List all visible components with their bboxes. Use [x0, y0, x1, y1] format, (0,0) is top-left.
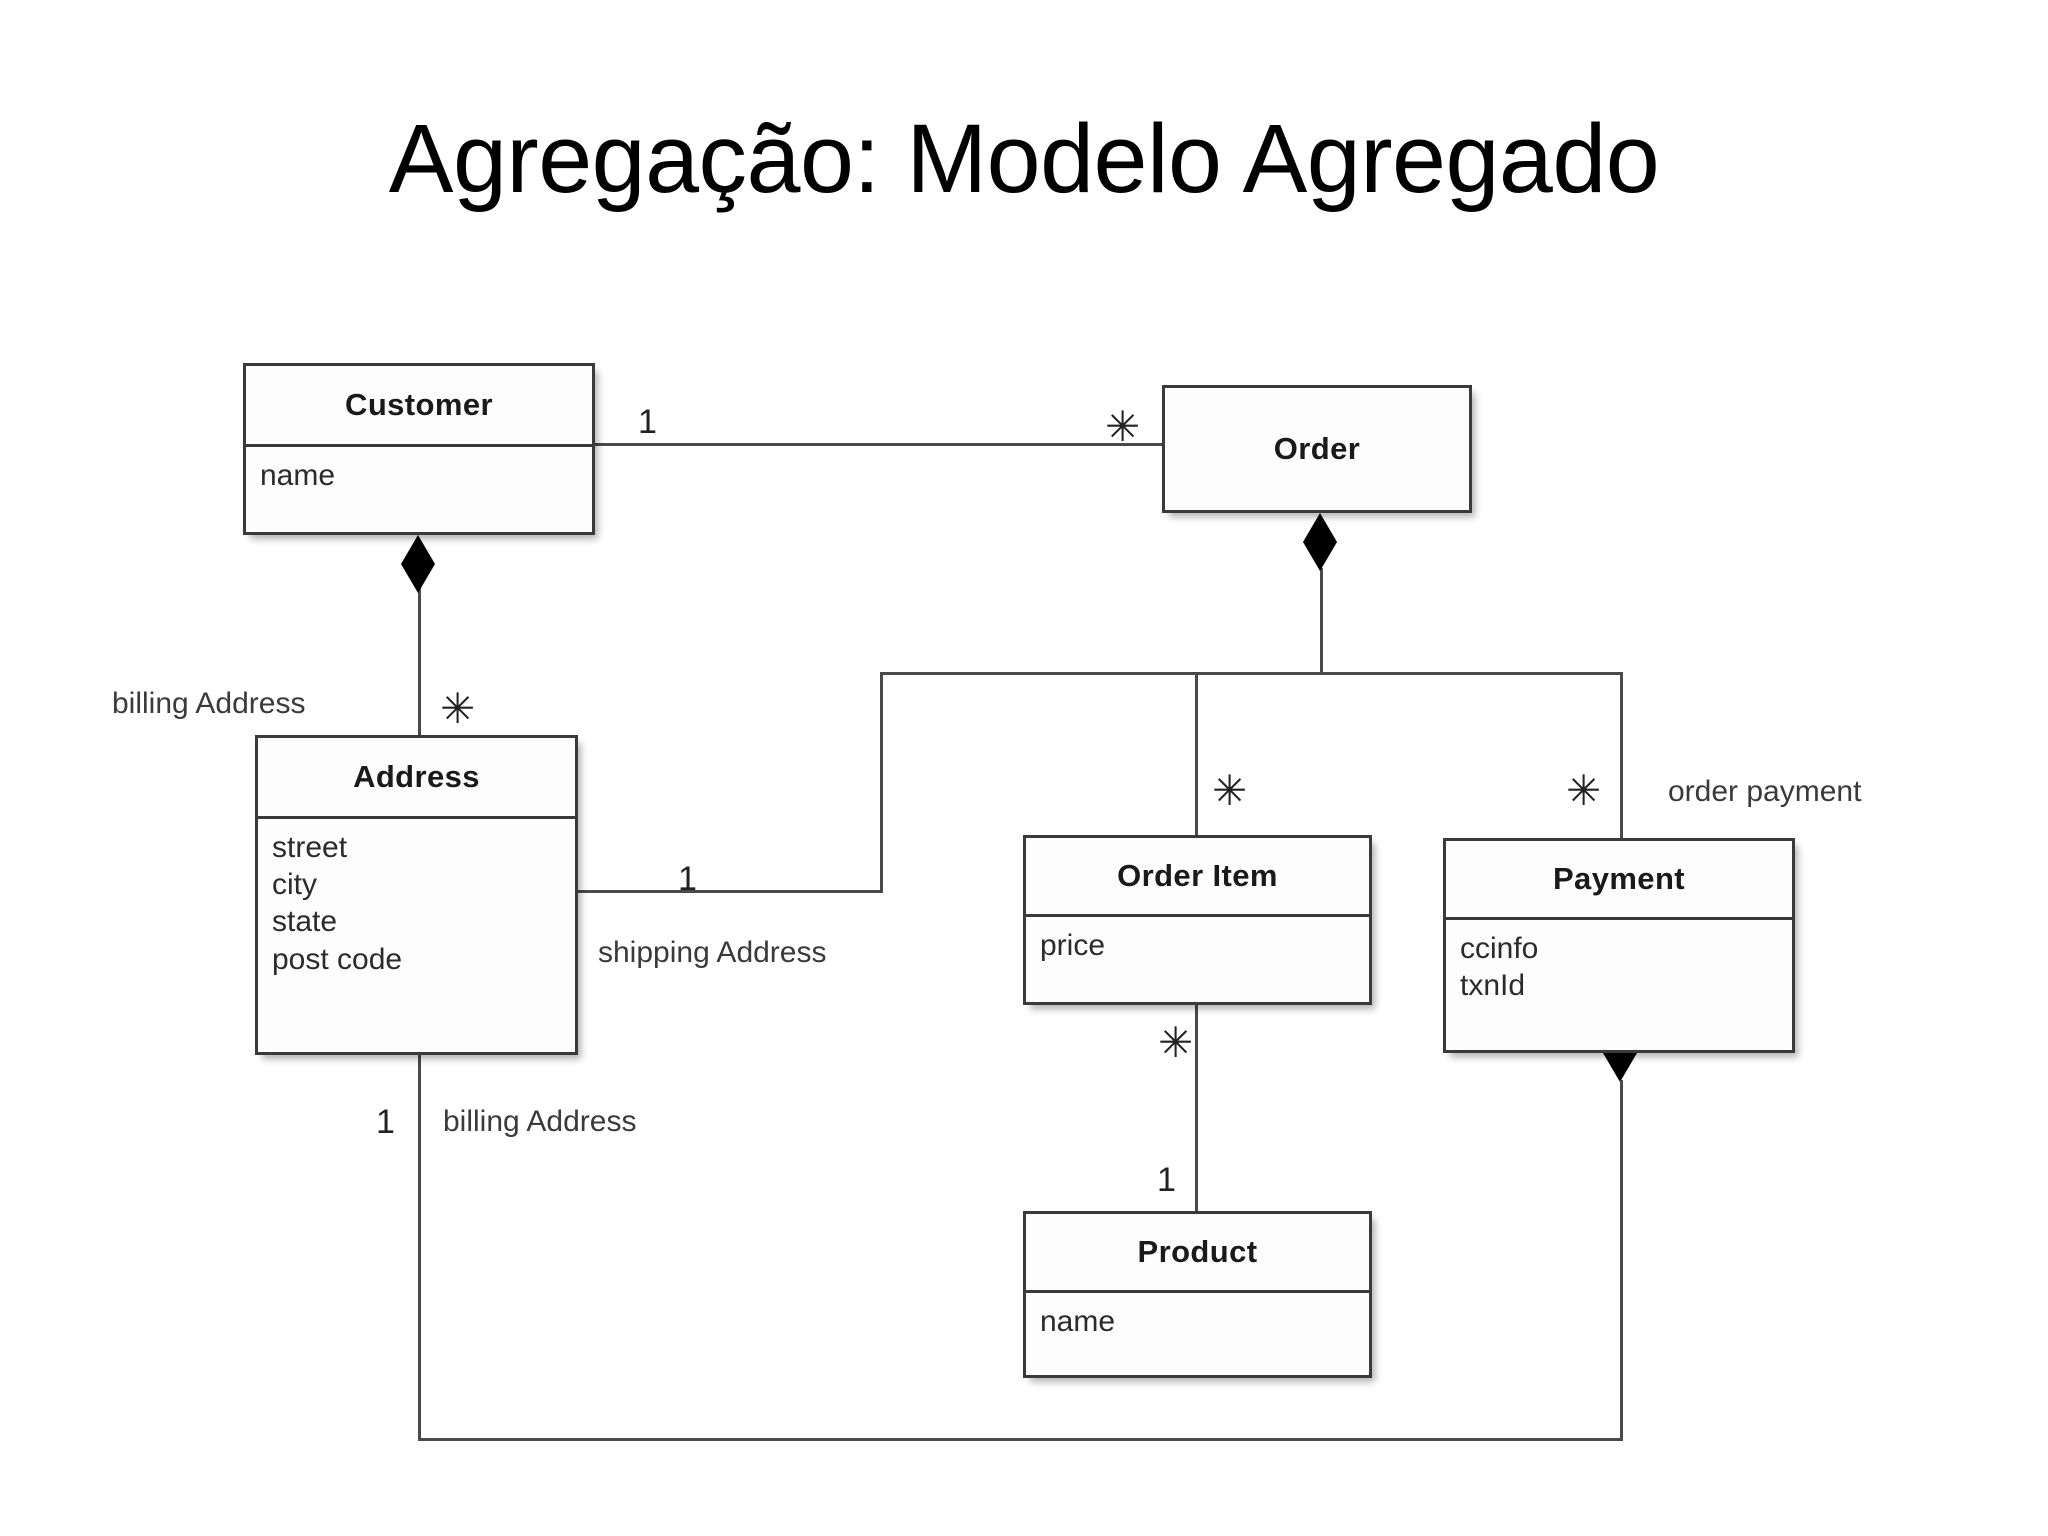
edge-order-payment [1620, 672, 1623, 838]
uml-attribute: city [272, 868, 317, 902]
edge-payment-address-vertical [1620, 1080, 1623, 1440]
uml-class-payment-name: Payment [1552, 861, 1686, 896]
uml-class-address-divider [258, 816, 575, 819]
composition-diamond-order [1303, 513, 1337, 571]
edge-orderitem-product [1195, 1003, 1198, 1211]
uml-class-product[interactable]: Product name [1023, 1211, 1372, 1378]
edge-label-customer-order-from: 1 [638, 403, 657, 441]
uml-class-customer-divider [246, 444, 592, 447]
uml-class-order-item-attributes: price [1026, 917, 1369, 964]
page-title: Agregação: Modelo Agregado [388, 104, 1660, 213]
edge-label-billing-address-top: billing Address [112, 687, 306, 720]
edge-customer-address [418, 588, 421, 738]
uml-class-order-item-divider [1026, 914, 1369, 917]
uml-attribute: post code [272, 942, 403, 976]
uml-class-product-attributes: name [1026, 1293, 1369, 1340]
edge-customer-order [595, 443, 1162, 446]
edge-label-billing-address-bottom-mult: 1 [376, 1103, 395, 1141]
composition-diamond-customer-address [401, 535, 435, 593]
uml-class-product-divider [1026, 1290, 1369, 1293]
uml-attribute: state [272, 905, 338, 939]
uml-attribute: txnId [1460, 969, 1526, 1003]
edge-label-customer-order-to: ✳ [1105, 403, 1141, 450]
edge-order-orderitem [1195, 672, 1198, 835]
uml-attribute: ccinfo [1460, 932, 1539, 965]
uml-attribute: street [272, 831, 348, 864]
uml-class-order-name: Order [1273, 431, 1361, 466]
edge-label-order-item-mult: ✳ [1212, 767, 1248, 814]
uml-class-address[interactable]: Address street city state post code [255, 735, 578, 1055]
edge-label-payment-mult: ✳ [1566, 767, 1602, 814]
edge-label-orderitem-product-to: 1 [1157, 1161, 1176, 1199]
uml-attribute: price [1040, 929, 1106, 962]
edge-label-billing-address-bottom: billing Address [443, 1105, 637, 1138]
uml-attribute: name [1040, 1305, 1116, 1338]
uml-class-payment-divider [1446, 917, 1792, 920]
edge-order-bus [880, 672, 1622, 675]
uml-attribute: name [260, 459, 336, 492]
edge-label-shipping-address-mult: 1 [678, 860, 697, 898]
uml-class-customer-name: Customer [345, 387, 493, 422]
edge-label-billing-address-top-mult: ✳ [440, 685, 476, 732]
uml-class-customer-attributes: name [246, 447, 592, 494]
uml-class-product-name: Product [1137, 1234, 1258, 1269]
uml-class-payment[interactable]: Payment ccinfo txnId [1443, 838, 1795, 1053]
edge-label-shipping-address: shipping Address [598, 936, 827, 969]
composition-diamond-payment-address [1603, 1024, 1637, 1082]
edge-label-orderitem-product-from: ✳ [1158, 1019, 1194, 1066]
uml-class-address-attributes: street city state post code [258, 819, 575, 978]
edge-shipping-address-vertical [880, 672, 883, 890]
uml-class-payment-attributes: ccinfo txnId [1446, 920, 1792, 1004]
uml-class-order[interactable]: Order [1162, 385, 1472, 513]
edge-order-stem [1320, 568, 1323, 674]
edge-address-billing-vertical [418, 1052, 421, 1441]
uml-class-order-item[interactable]: Order Item price [1023, 835, 1372, 1005]
uml-class-order-item-name: Order Item [1117, 858, 1278, 893]
uml-class-customer[interactable]: Customer name [243, 363, 595, 535]
edge-label-order-payment: order payment [1668, 775, 1862, 808]
uml-class-address-name: Address [353, 759, 480, 794]
edge-payment-address-bottom [418, 1438, 1623, 1441]
edge-shipping-address-horizontal [578, 890, 883, 893]
